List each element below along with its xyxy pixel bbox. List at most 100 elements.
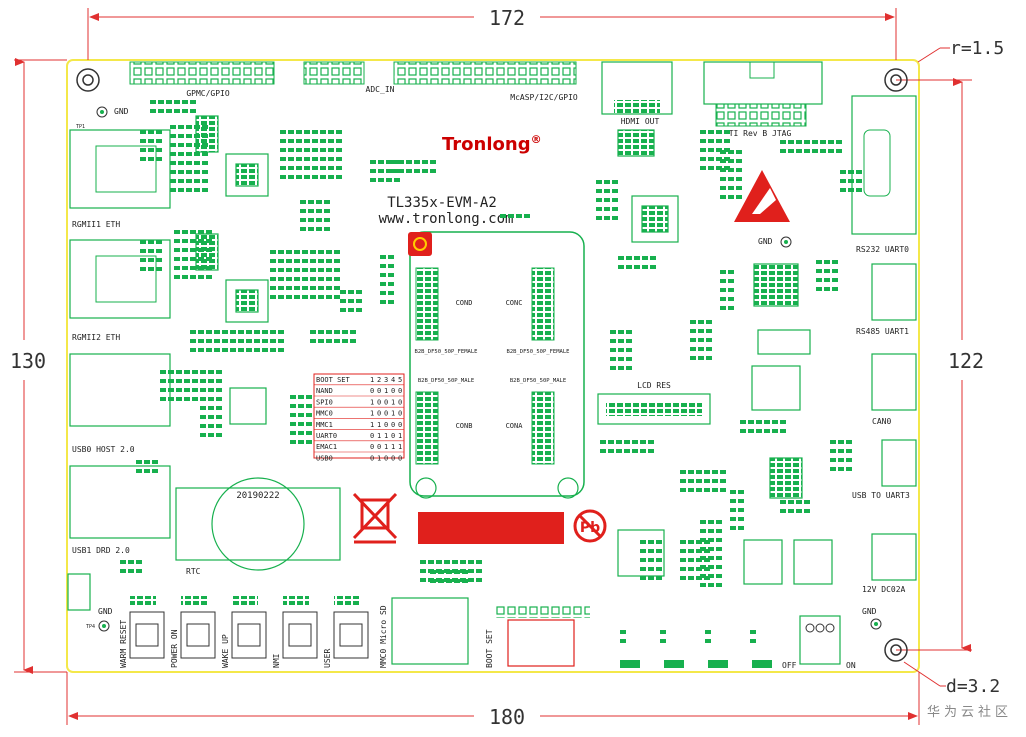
boot-table-cell: 1 [384,443,388,451]
male-label-left: B2B_DF50_50P_MALE [418,378,474,384]
rgmii2-jack: RGMII2 ETH [69,239,171,342]
boot-table-cell: EMAC1 [316,443,337,451]
boot-table-cell: 1 [370,398,374,406]
mounting-holes [76,68,908,662]
tronlong-logo: Tronlong® [442,133,542,155]
esd-symbol [734,170,790,222]
board-outline [66,59,920,673]
con-d-label: COND [456,299,473,307]
usb0-label: USB0 HOST 2.0 [72,445,135,454]
dimension-width-bottom: 180 [489,705,525,729]
boot-table-cell: USB0 [316,454,333,462]
can0-connector: CAN0 [871,353,917,426]
button-label: NMI [272,653,281,668]
radius-callout: r=1.5 [917,38,1004,63]
boot-table-cell: 1 [384,387,388,395]
boot-table-cell: 0 [377,398,381,406]
boot-dip-switch: BOOT SET [485,604,590,668]
mcasp-label: McASP/I2C/GPIO [510,93,578,102]
dc-jack: 12V DC02A [862,533,917,594]
con-c-label: CONC [506,299,523,307]
boot-table-header-cell: BOOT SET [316,376,351,384]
boot-table-cell: 0 [384,421,388,429]
boot-table-cell: 1 [370,410,374,418]
con-b-label: CONB [456,422,473,430]
boot-table-cell: 0 [370,454,374,462]
boot-table-cell: 0 [391,432,395,440]
boot-table-cell: SPI0 [316,398,333,406]
button-label: WARM RESET [119,620,128,668]
adc-header: ADC_IN [303,61,395,94]
tact-button: WARM RESET [119,596,165,668]
watermark: 华为云社区 [927,704,1012,720]
boot-table-header-cell: 4 [391,376,395,384]
rtc-battery: 20190222 RTC [175,477,341,576]
mcasp-header: McASP/I2C/GPIO [393,61,578,102]
female-label-left: B2B_DF50_50P_FEMALE [415,349,478,355]
boot-table-cell: 0 [370,387,374,395]
female-label-right: B2B_DF50_50P_FEMALE [507,349,570,355]
core-board-area: COND CONC B2B_DF50_50P_FEMALE B2B_DF50_5… [408,231,585,499]
boot-table-cell: 0 [377,387,381,395]
boot-table-cell: 1 [384,432,388,440]
hole-diameter-label: d=3.2 [946,676,1000,697]
dimension-width-top: 172 [489,6,525,30]
usb-uart3-connector: USB TO UART3 [852,439,917,500]
boot-table-cell: 0 [391,421,395,429]
boot-table-cell: 0 [398,398,402,406]
rgmii2-label: RGMII2 ETH [72,333,120,342]
boot-table-cell: 0 [398,410,402,418]
dimension-bottom: 180 [66,672,920,729]
boot-table-header-cell: 5 [398,376,402,384]
rtc-label: RTC [186,567,201,576]
rgmii1-jack: RGMII1 ETH [69,129,171,229]
b2b-con-a [531,391,555,465]
gnd-testpoints: GND GND GND TP4 GND TP1 [76,106,882,632]
battery-date: 20190222 [236,491,279,501]
boot-table-cell: 0 [398,421,402,429]
gnd-label-1: GND [114,107,129,116]
boot-table-cell: 1 [391,443,395,451]
boot-table-cell: MMC1 [316,421,333,429]
boot-table-cell: 0 [370,443,374,451]
tact-button: NMI [272,596,318,668]
tact-button: POWER ON [170,596,216,668]
b2b-con-b [415,391,439,465]
lcd-res-label: LCD RES [637,381,671,390]
tact-button: USER [323,596,369,668]
board-name: TL335x-EVM-A2 [387,195,497,211]
dimension-height-right: 122 [948,349,984,373]
boot-table-cell: 0 [384,454,388,462]
on-label: ON [846,661,856,670]
boot-table-header-cell: 3 [384,376,388,384]
boot-table-header-cell: 1 [370,376,374,384]
mmc0-label: MMC0 Micro SD [379,605,388,668]
rs485-label: RS485 UART1 [856,327,909,336]
micro-usb [67,573,91,611]
jtag-header: TI Rev B JTAG [703,61,823,138]
usb1-jack: USB1 DRD 2.0 [69,465,171,555]
hdmi-connector: HDMI OUT [601,61,673,126]
male-label-right: B2B_DF50_50P_MALE [510,378,566,384]
boot-set-label: BOOT SET [485,629,494,668]
lcd-connector: LCD RES [597,381,711,425]
boot-table-cell: MMC0 [316,410,333,418]
boot-table-cell: 0 [377,410,381,418]
dc-in-label: 12V DC02A [862,585,906,594]
rs232-connector: RS232 UART0 [851,95,917,254]
boot-table-cell: 1 [370,421,374,429]
tp1-label: TP1 [76,124,85,130]
rs232-label: RS232 UART0 [856,245,909,254]
boot-table-cell: 1 [377,454,381,462]
rs485-connector: RS485 UART1 [856,263,917,336]
con-a-label: CONA [506,422,524,430]
boot-table-cell: 1 [398,432,402,440]
boot-table-cell: 1 [391,410,395,418]
tp4-label: TP4 [86,624,95,630]
corner-radius-label: r=1.5 [950,38,1004,59]
usb-uart3-label: USB TO UART3 [852,491,910,500]
boot-table-cell: 0 [384,410,388,418]
dimension-height-left: 130 [10,349,46,373]
